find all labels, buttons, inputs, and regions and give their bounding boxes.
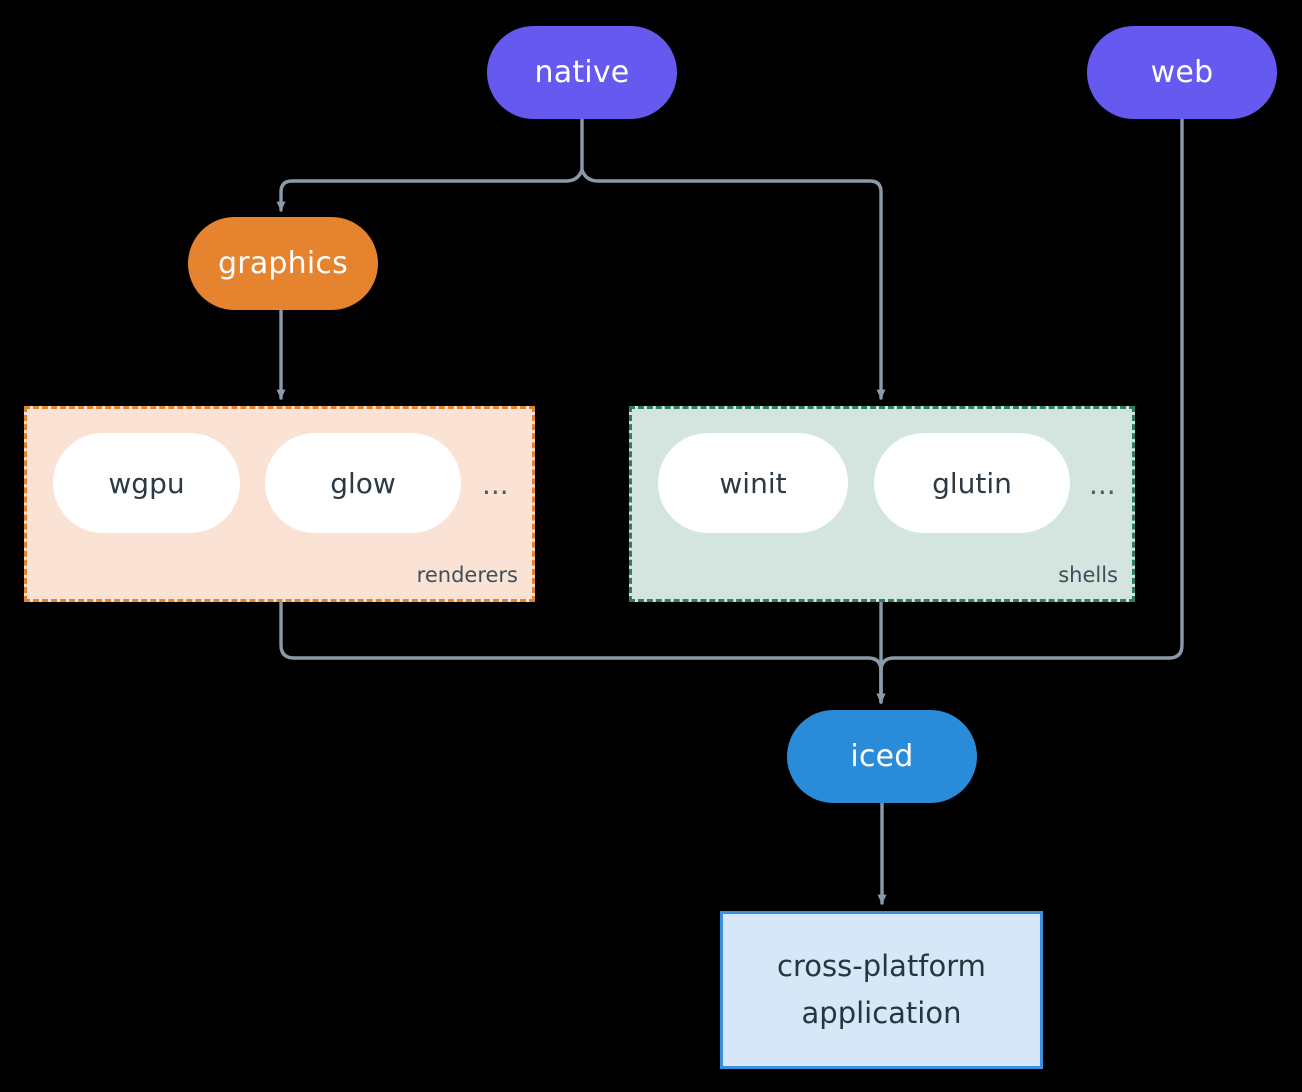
node-application-label-line1: cross-platform: [777, 949, 986, 984]
group-renderers-label: renderers: [416, 563, 518, 587]
shells-more-ellipsis: ...: [1089, 468, 1116, 501]
node-native-label: native: [534, 55, 630, 90]
node-web-label: web: [1150, 55, 1214, 90]
node-glutin-label: glutin: [932, 466, 1012, 500]
group-renderers[interactable]: wgpu glow ... renderers: [24, 406, 535, 602]
edge-renderers-to-iced: [279, 600, 886, 704]
node-web[interactable]: web: [1087, 26, 1277, 119]
node-wgpu-label: wgpu: [108, 466, 185, 500]
node-iced[interactable]: iced: [787, 710, 977, 803]
node-wgpu[interactable]: wgpu: [53, 433, 240, 533]
node-winit[interactable]: winit: [658, 433, 848, 533]
edge-native-to-graphics: [276, 168, 584, 212]
node-native[interactable]: native: [487, 26, 677, 119]
node-glutin[interactable]: glutin: [874, 433, 1070, 533]
node-graphics-label: graphics: [218, 246, 348, 281]
node-application[interactable]: cross-platform application: [720, 911, 1043, 1069]
node-winit-label: winit: [719, 466, 787, 500]
node-application-label-line2: application: [801, 996, 962, 1030]
node-glow[interactable]: glow: [265, 433, 461, 533]
group-shells[interactable]: winit glutin ... shells: [629, 406, 1135, 602]
node-iced-label: iced: [850, 739, 914, 774]
renderers-more-ellipsis: ...: [482, 468, 509, 501]
edge-native-to-shells: [580, 168, 886, 400]
node-glow-label: glow: [330, 466, 396, 500]
node-graphics[interactable]: graphics: [188, 217, 378, 310]
group-shells-label: shells: [1058, 563, 1118, 587]
